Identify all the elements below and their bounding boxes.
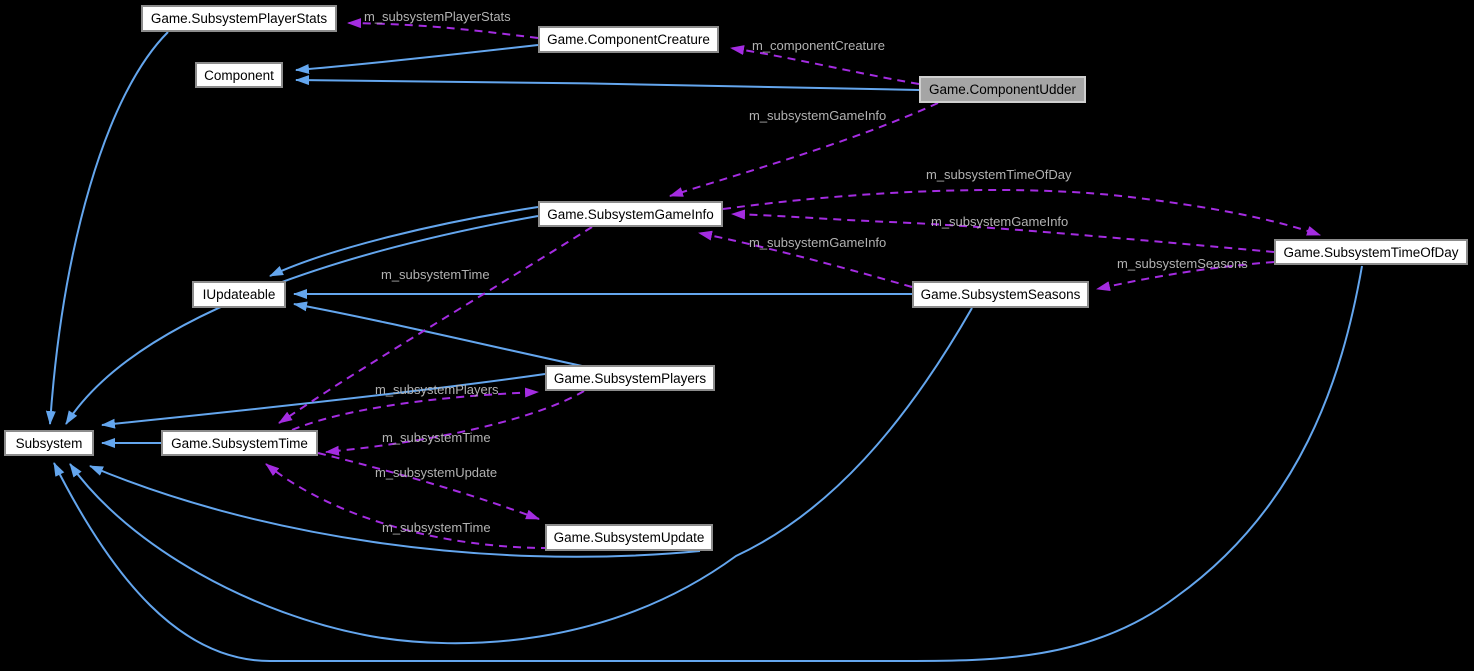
- inheritance-edge-component-udder-to-component: [295, 75, 920, 91]
- class-node-label: Game.SubsystemGameInfo: [547, 206, 714, 222]
- edge-label-subsystem-update-to-subsystem-time: m_subsystemTime: [382, 520, 491, 535]
- usage-edge-component-udder-to-component-creature: [730, 45, 920, 85]
- edge-label-component-udder-to-component-creature: m_componentCreature: [752, 38, 885, 53]
- usage-edge-subsystem-time-to-subsystem-players: [291, 387, 539, 431]
- class-node-label: Game.SubsystemTimeOfDay: [1283, 244, 1459, 260]
- class-node-label: Component: [204, 67, 274, 83]
- usage-edge-subsystem-time-of-day-to-subsystem-seasons: [1096, 261, 1275, 292]
- class-node-label: Game.SubsystemSeasons: [920, 287, 1081, 302]
- edge-label-component-creature-to-subsystem-player-stats: m_subsystemPlayerStats: [364, 9, 511, 24]
- usage-edge-subsystem-game-info-to-subsystem-time: [278, 226, 593, 424]
- usage-edge-subsystem-time-of-day-to-subsystem-game-info: [731, 209, 1275, 253]
- class-node-subsystem-time-of-day[interactable]: Game.SubsystemTimeOfDay: [1274, 239, 1468, 265]
- class-node-component[interactable]: Component: [195, 62, 283, 88]
- class-node-subsystem[interactable]: Subsystem: [4, 430, 94, 456]
- class-node-label: Game.ComponentUdder: [928, 82, 1077, 97]
- usage-edge-subsystem-game-info-to-subsystem-time-of-day: [722, 188, 1321, 236]
- usage-edge-subsystem-time-to-subsystem-update: [317, 452, 540, 520]
- class-node-label: Game.SubsystemTime: [171, 435, 308, 451]
- class-node-subsystem-player-stats[interactable]: Game.SubsystemPlayerStats: [141, 5, 337, 32]
- class-node-subsystem-players[interactable]: Game.SubsystemPlayers: [545, 365, 715, 391]
- inheritance-edge-component-creature-to-component: [295, 44, 539, 74]
- edge-label-subsystem-time-of-day-to-subsystem-seasons: m_subsystemSeasons: [1117, 256, 1248, 271]
- inheritance-edge-subsystem-update-to-subsystem: [89, 465, 701, 558]
- inheritance-edge-subsystem-time-of-day-to-subsystem: [53, 265, 1363, 663]
- inheritance-edge-subsystem-seasons-to-subsystem: [69, 307, 973, 645]
- class-node-label: Subsystem: [15, 435, 83, 451]
- usage-edge-component-creature-to-subsystem-player-stats: [347, 18, 539, 39]
- edge-label-subsystem-game-info-to-subsystem-time: m_subsystemTime: [381, 267, 490, 282]
- class-node-label: IUpdateable: [202, 287, 276, 302]
- edge-label-subsystem-players-to-subsystem-time: m_subsystemTime: [382, 430, 491, 445]
- class-node-subsystem-time[interactable]: Game.SubsystemTime: [161, 430, 318, 456]
- usage-edge-subsystem-update-to-subsystem-time: [265, 463, 550, 549]
- class-node-label: Game.SubsystemPlayers: [553, 370, 707, 386]
- class-node-label: Game.SubsystemPlayerStats: [150, 11, 328, 26]
- class-node-subsystem-game-info[interactable]: Game.SubsystemGameInfo: [538, 201, 723, 227]
- class-node-iupdateable[interactable]: IUpdateable: [192, 281, 286, 308]
- edge-label-subsystem-time-to-subsystem-update: m_subsystemUpdate: [375, 465, 498, 480]
- inheritance-edge-subsystem-player-stats-to-subsystem: [45, 31, 169, 425]
- edge-label-subsystem-game-info-to-subsystem-time-of-day: m_subsystemTimeOfDay: [926, 167, 1072, 182]
- class-node-component-creature[interactable]: Game.ComponentCreature: [538, 26, 719, 53]
- edge-label-component-udder-to-subsystem-game-info: m_subsystemGameInfo: [749, 108, 887, 123]
- inheritance-edge-subsystem-players-to-subsystem: [101, 373, 546, 429]
- inheritance-edge-subsystem-players-to-iupdateable: [293, 301, 583, 367]
- class-node-subsystem-update[interactable]: Game.SubsystemUpdate: [545, 524, 713, 551]
- inheritance-edge-subsystem-game-info-to-iupdateable: [269, 206, 539, 277]
- class-node-subsystem-seasons[interactable]: Game.SubsystemSeasons: [912, 281, 1089, 308]
- class-node-label: Game.SubsystemUpdate: [553, 530, 705, 545]
- class-node-label: Game.ComponentCreature: [547, 32, 710, 47]
- edge-label-subsystem-seasons-to-subsystem-game-info: m_subsystemGameInfo: [749, 235, 887, 250]
- edge-label-subsystem-time-to-subsystem-players: m_subsystemPlayers: [375, 382, 499, 397]
- usage-edge-component-udder-to-subsystem-game-info: [669, 102, 939, 197]
- class-node-component-udder[interactable]: Game.ComponentUdder: [919, 76, 1086, 103]
- edge-label-subsystem-time-of-day-to-subsystem-game-info: m_subsystemGameInfo: [931, 214, 1069, 229]
- usage-edge-subsystem-players-to-subsystem-time: [325, 390, 585, 456]
